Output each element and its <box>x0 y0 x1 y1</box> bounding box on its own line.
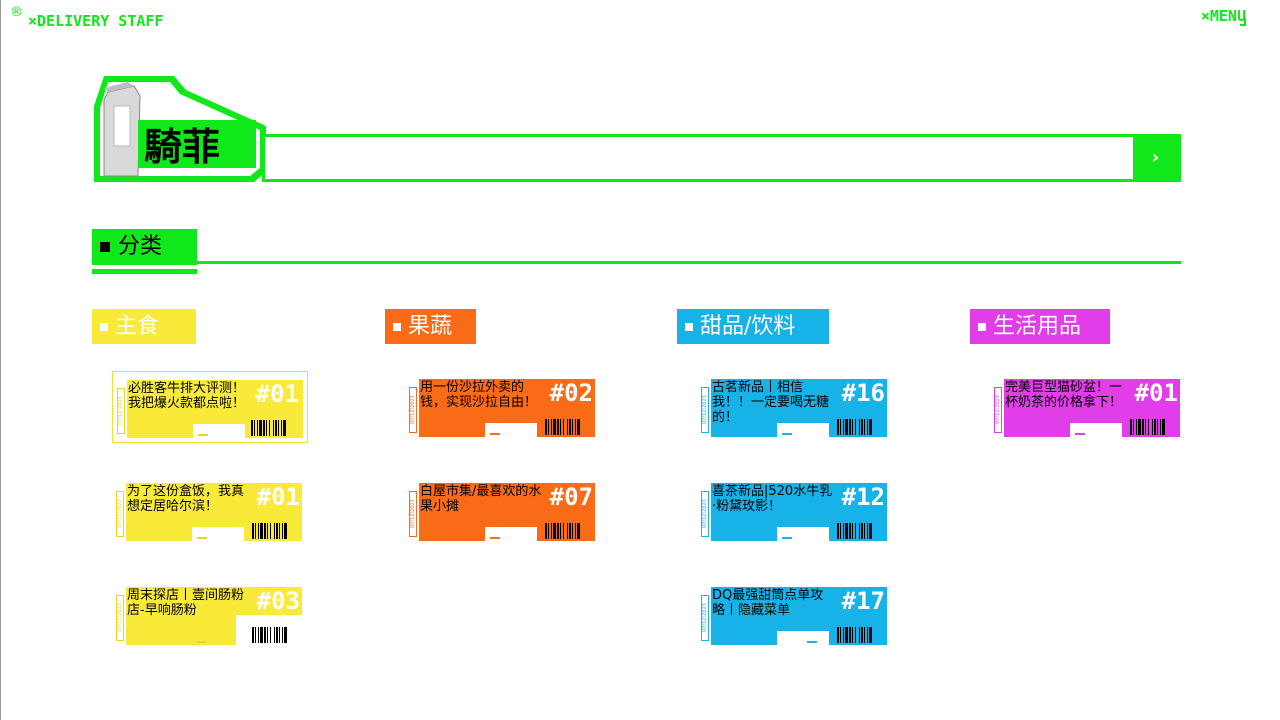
category-label: 生活用品 <box>993 313 1082 339</box>
card-number: #02 <box>549 379 593 407</box>
square-bullet-icon <box>100 242 110 252</box>
card-title: 用一份沙拉外卖的钱，实现沙拉自由！ <box>420 380 538 410</box>
card-notch <box>777 631 829 645</box>
category-produce[interactable]: 果蔬 <box>385 309 476 344</box>
card-dash <box>198 434 208 436</box>
chevron-right-icon: › <box>1151 147 1160 168</box>
registered-mark: ® <box>10 5 23 20</box>
square-bullet-icon <box>685 322 693 331</box>
card-dash <box>197 537 207 539</box>
brand-title[interactable]: ×DELIVERY STAFF <box>28 12 164 30</box>
article-card[interactable]: 07/12/2023 用一份沙拉外卖的钱，实现沙拉自由！ #02 <box>405 371 601 443</box>
article-card[interactable]: 07/12/2023 完美巨型猫砂盆！一杯奶茶的价格拿下！ #01 <box>990 371 1186 443</box>
card-block <box>126 587 236 645</box>
card-title: 白屋市集/最喜欢的水果小摊 <box>420 484 542 514</box>
section-header: 分类 <box>92 229 197 274</box>
barcode-icon <box>252 627 287 643</box>
card-number: #01 <box>255 380 299 408</box>
card-title: 周末探店丨壹间肠粉店-早响肠粉 <box>127 588 245 618</box>
card-title: 古茗新品丨相信我！！一定要喝无糖的！ <box>712 380 830 425</box>
article-card[interactable]: 07/12/2023 必胜客牛排大评测！我把爆火款都点啦！ #01 <box>112 371 308 443</box>
barcode-icon <box>1130 419 1165 435</box>
menu-button[interactable]: ×MENU <box>1200 7 1246 25</box>
card-date-tag: 07/12/2023 <box>701 595 709 641</box>
category-daily-goods[interactable]: 生活用品 <box>970 309 1110 344</box>
article-card[interactable]: 07/12/2023 喜茶新品|520水牛乳·粉黛玫影！ #12 <box>697 475 893 547</box>
card-dash <box>782 433 792 435</box>
section-title-box: 分类 <box>92 229 197 265</box>
category-label: 甜品/饮料 <box>700 313 796 339</box>
card-dash <box>197 641 207 643</box>
card-title: 完美巨型猫砂盆！一杯奶茶的价格拿下！ <box>1005 380 1123 410</box>
square-bullet-icon <box>100 322 108 331</box>
card-title: 必胜客牛排大评测！我把爆火款都点啦！ <box>128 381 246 411</box>
card-date-tag: 07/12/2023 <box>409 387 417 433</box>
card-date-tag: 07/12/2023 <box>409 491 417 537</box>
card-title: 为了这份盒饭，我真想定居哈尔滨！ <box>127 484 245 514</box>
card-number: #01 <box>1134 379 1178 407</box>
card-title: 喜茶新品|520水牛乳·粉黛玫影！ <box>712 484 833 514</box>
card-title: DQ最强甜筒点单攻略丨隐藏菜单 <box>712 588 824 618</box>
card-number: #03 <box>256 587 300 615</box>
search-bar: › <box>262 134 1181 182</box>
card-number: #07 <box>549 483 593 511</box>
card-date-tag: 07/12/2023 <box>701 387 709 433</box>
brand[interactable]: ® ×DELIVERY STAFF <box>10 5 164 30</box>
category-staple[interactable]: 主食 <box>92 309 196 344</box>
article-card[interactable]: 07/12/2023 白屋市集/最喜欢的水果小摊 #07 <box>405 475 601 547</box>
card-dash <box>490 537 500 539</box>
category-label: 果蔬 <box>408 313 453 339</box>
card-dash <box>782 537 792 539</box>
article-card[interactable]: 07/12/2023 为了这份盒饭，我真想定居哈尔滨！ #01 <box>112 475 308 547</box>
square-bullet-icon <box>978 322 986 331</box>
article-card[interactable]: 07/12/2023 DQ最强甜筒点单攻略丨隐藏菜单 #17 <box>697 579 893 651</box>
card-number: #01 <box>256 483 300 511</box>
card-date-tag: 07/12/2023 <box>994 387 1002 433</box>
barcode-icon <box>837 627 872 643</box>
search-submit-button[interactable]: › <box>1133 137 1178 179</box>
category-label: 主食 <box>115 313 160 339</box>
card-date-tag: 07/12/2023 <box>116 595 124 641</box>
barcode-icon <box>837 523 872 539</box>
card-number: #16 <box>841 379 885 407</box>
square-bullet-icon <box>393 322 401 331</box>
barcode-icon <box>545 419 580 435</box>
card-dash <box>490 433 500 435</box>
card-date-tag: 07/12/2023 <box>116 491 124 537</box>
card-date-tag: 07/12/2023 <box>701 491 709 537</box>
section-divider <box>197 261 1181 264</box>
article-card[interactable]: 07/12/2023 周末探店丨壹间肠粉店-早响肠粉 #03 <box>112 579 308 651</box>
card-dash <box>1075 433 1085 435</box>
window-left-edge <box>0 0 1 720</box>
card-date-tag: 07/12/2023 <box>117 388 125 434</box>
logo-icon: 騎菲 <box>94 76 266 182</box>
card-number: #17 <box>841 587 885 615</box>
barcode-icon <box>545 523 580 539</box>
card-number: #12 <box>841 483 885 511</box>
logo[interactable]: 騎菲 <box>94 76 266 182</box>
barcode-icon <box>251 420 286 436</box>
barcode-icon <box>252 523 287 539</box>
card-dash <box>807 641 817 643</box>
article-card[interactable]: 07/12/2023 古茗新品丨相信我！！一定要喝无糖的！ #16 <box>697 371 893 443</box>
barcode-icon <box>837 419 872 435</box>
search-input[interactable] <box>265 137 1133 179</box>
section-underline <box>92 269 197 274</box>
logo-text: 騎菲 <box>144 125 220 169</box>
section-title: 分类 <box>118 234 163 259</box>
category-desserts-drinks[interactable]: 甜品/饮料 <box>677 309 829 344</box>
menu-corner-icon <box>1240 18 1246 26</box>
